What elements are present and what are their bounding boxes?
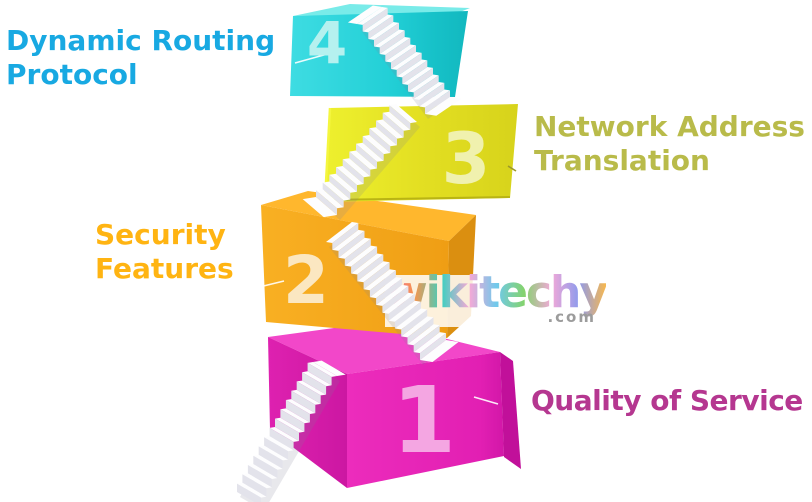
- watermark-domain-suffix: .com: [547, 308, 596, 326]
- label-security-features: Security Features: [95, 218, 234, 285]
- watermark-panel: wikitechy .com: [385, 267, 610, 327]
- label-network-address-translation: Network Address Translation: [534, 110, 805, 177]
- label-dynamic-routing-protocol: Dynamic Routing Protocol: [6, 24, 276, 91]
- box1-right-face: [500, 352, 521, 469]
- box-level-3: 3: [323, 104, 518, 202]
- box1-front-face: [347, 352, 504, 488]
- box4-scratch-line: [294, 52, 332, 64]
- box1-number: 1: [392, 367, 456, 474]
- box-level-4: 4: [290, 4, 470, 97]
- box-level-1: 1: [268, 322, 521, 488]
- box4-number: 4: [307, 9, 347, 77]
- box1-scratch-line: [473, 396, 499, 405]
- label-quality-of-service: Quality of Service: [531, 384, 803, 417]
- box2-number: 2: [283, 242, 329, 319]
- box3-bottom-edge: [325, 196, 511, 201]
- box3-number: 3: [442, 118, 491, 200]
- box2-scratch-line: [250, 280, 285, 290]
- box3-notch: [507, 165, 517, 172]
